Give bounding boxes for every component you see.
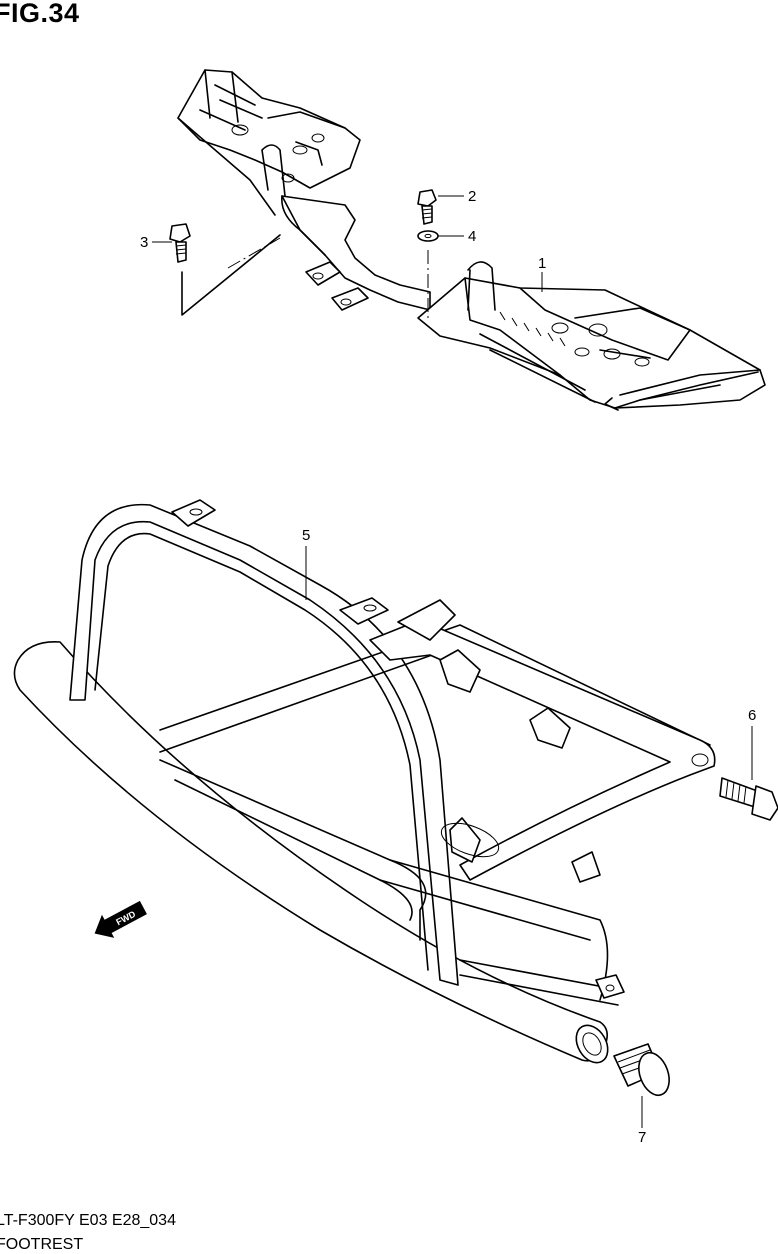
section-name-caption: FOOTREST: [0, 1236, 84, 1253]
callout-7: 7: [638, 1129, 646, 1146]
callout-3: 3: [140, 234, 148, 251]
callout-1: 1: [538, 255, 546, 272]
callout-4: 4: [468, 228, 476, 245]
washer-4: [417, 230, 439, 242]
footrest-assembly: [177, 69, 766, 411]
bolt-3: [169, 223, 191, 263]
install-line-3: [181, 234, 281, 316]
bolt-6: [719, 777, 778, 821]
front-guard-frame: [13, 499, 716, 1064]
figure-title: FIG.34: [0, 0, 80, 28]
callout-6: 6: [748, 707, 756, 724]
bolt-2: [417, 189, 437, 225]
model-code-caption: LT-F300FY E03 E28_034: [0, 1212, 176, 1229]
callout-5: 5: [302, 527, 310, 544]
fwd-direction-arrow: FWD: [94, 900, 147, 938]
callout-2: 2: [468, 188, 476, 205]
plug-7: [613, 1043, 670, 1097]
